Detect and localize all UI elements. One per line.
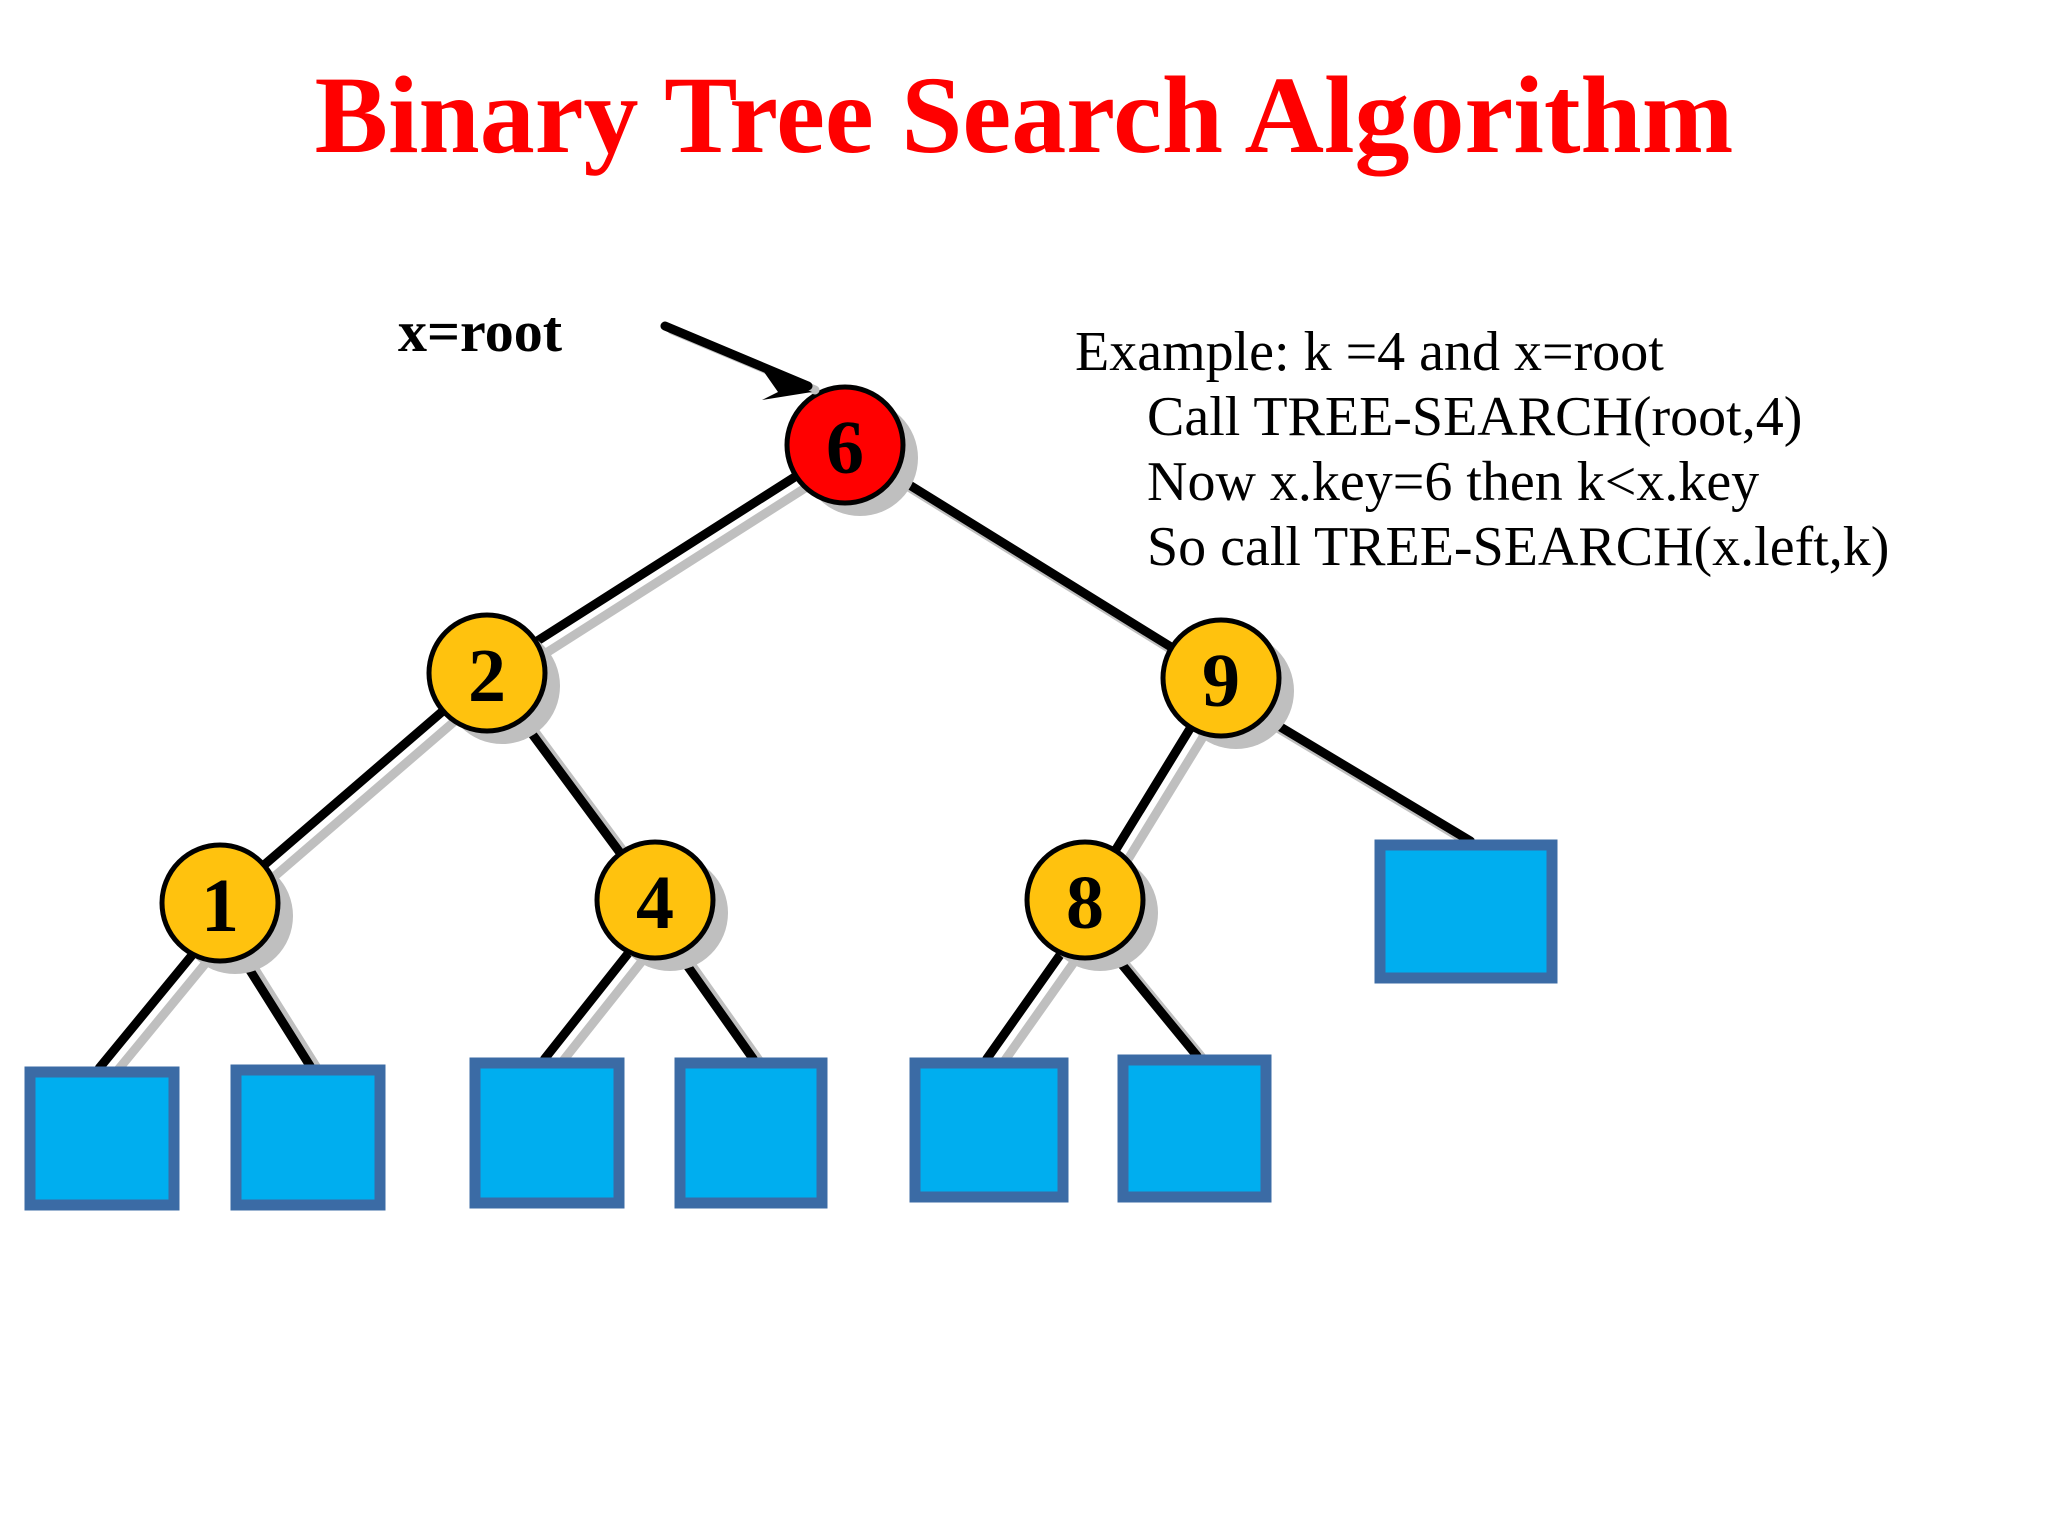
tree-edge [1107,717,1199,861]
tree-node-2[interactable]: 2 [426,612,548,734]
example-line-2: Call TREE-SEARCH(root,4) [1147,385,1803,448]
example-line-1: Example: k =4 and x=root [1075,321,1664,383]
tree-edge-shadow [1119,727,1211,871]
tree-edge [982,943,1070,1064]
nil-leaf-rect[interactable] [469,1057,625,1209]
nil-leaf-rect[interactable] [674,1057,828,1209]
tree-edge-shadow [994,953,1082,1074]
tree-edge-shadow [245,957,327,1081]
nil-leaf-rect[interactable] [1374,839,1558,984]
node-layer: 6 2 9 1 4 8 [159,384,1282,964]
example-text-block: Example: k =4 and x=root Call TREE-SEARC… [1075,320,2005,580]
tree-edge [254,702,453,874]
tree-node-1[interactable]: 1 [159,842,281,964]
node-circle[interactable] [594,839,716,961]
edge-shadow-layer [106,477,1487,1083]
x-root-arrow-head [762,372,812,400]
nil-leaf-layer [24,839,1558,1211]
tree-edge-shadow [538,478,818,660]
node-key-label: 6 [826,406,864,490]
nil-leaf-rect[interactable] [230,1064,386,1211]
x-root-arrow-line [660,321,813,391]
node-key-label: 8 [1066,861,1104,945]
tree-edge [1254,709,1475,846]
tree-node-6[interactable]: 6 [784,384,906,506]
nil-leaf-node[interactable] [1374,839,1558,984]
edge-layer [94,467,1475,1073]
nil-leaf-node[interactable] [230,1064,386,1211]
tree-edge [526,468,806,650]
tree-edge [884,467,1182,656]
tree-edge [94,944,202,1073]
tree-node-8[interactable]: 8 [1024,839,1146,961]
nil-leaf-node[interactable] [1117,1054,1272,1203]
nil-leaf-rect[interactable] [24,1066,180,1211]
tree-node-4[interactable]: 4 [594,839,716,961]
node-circle[interactable] [1160,617,1282,739]
tree-edge-shadow [266,712,465,884]
nil-leaf-node[interactable] [909,1057,1069,1203]
example-line-4: So call TREE-SEARCH(x.left,k) [1147,515,1890,578]
tree-edge [513,710,629,863]
node-key-label: 4 [636,861,674,945]
tree-edge [539,942,638,1064]
tree-edge-shadow [551,952,650,1074]
page-title: Binary Tree Search Algorithm [314,54,1734,176]
pointer-arrow-layer [660,321,820,400]
example-line-3: Now x.key=6 then k<x.key [1147,450,1760,513]
node-circle[interactable] [1024,839,1146,961]
nil-leaf-node[interactable] [24,1066,180,1211]
node-circle[interactable] [159,842,281,964]
node-key-label: 9 [1202,639,1240,723]
nil-leaf-rect[interactable] [1117,1054,1272,1203]
node-key-label: 1 [201,864,239,948]
node-key-label: 2 [468,634,506,718]
x-root-annotation-label: x=root [398,299,563,364]
tree-node-9[interactable]: 9 [1160,617,1282,739]
root-node-circle[interactable] [784,384,906,506]
tree-edge-shadow [106,954,214,1083]
nil-leaf-rect[interactable] [909,1057,1069,1203]
node-circle[interactable] [426,612,548,734]
nil-leaf-node[interactable] [674,1057,828,1209]
nil-leaf-node[interactable] [469,1057,625,1209]
